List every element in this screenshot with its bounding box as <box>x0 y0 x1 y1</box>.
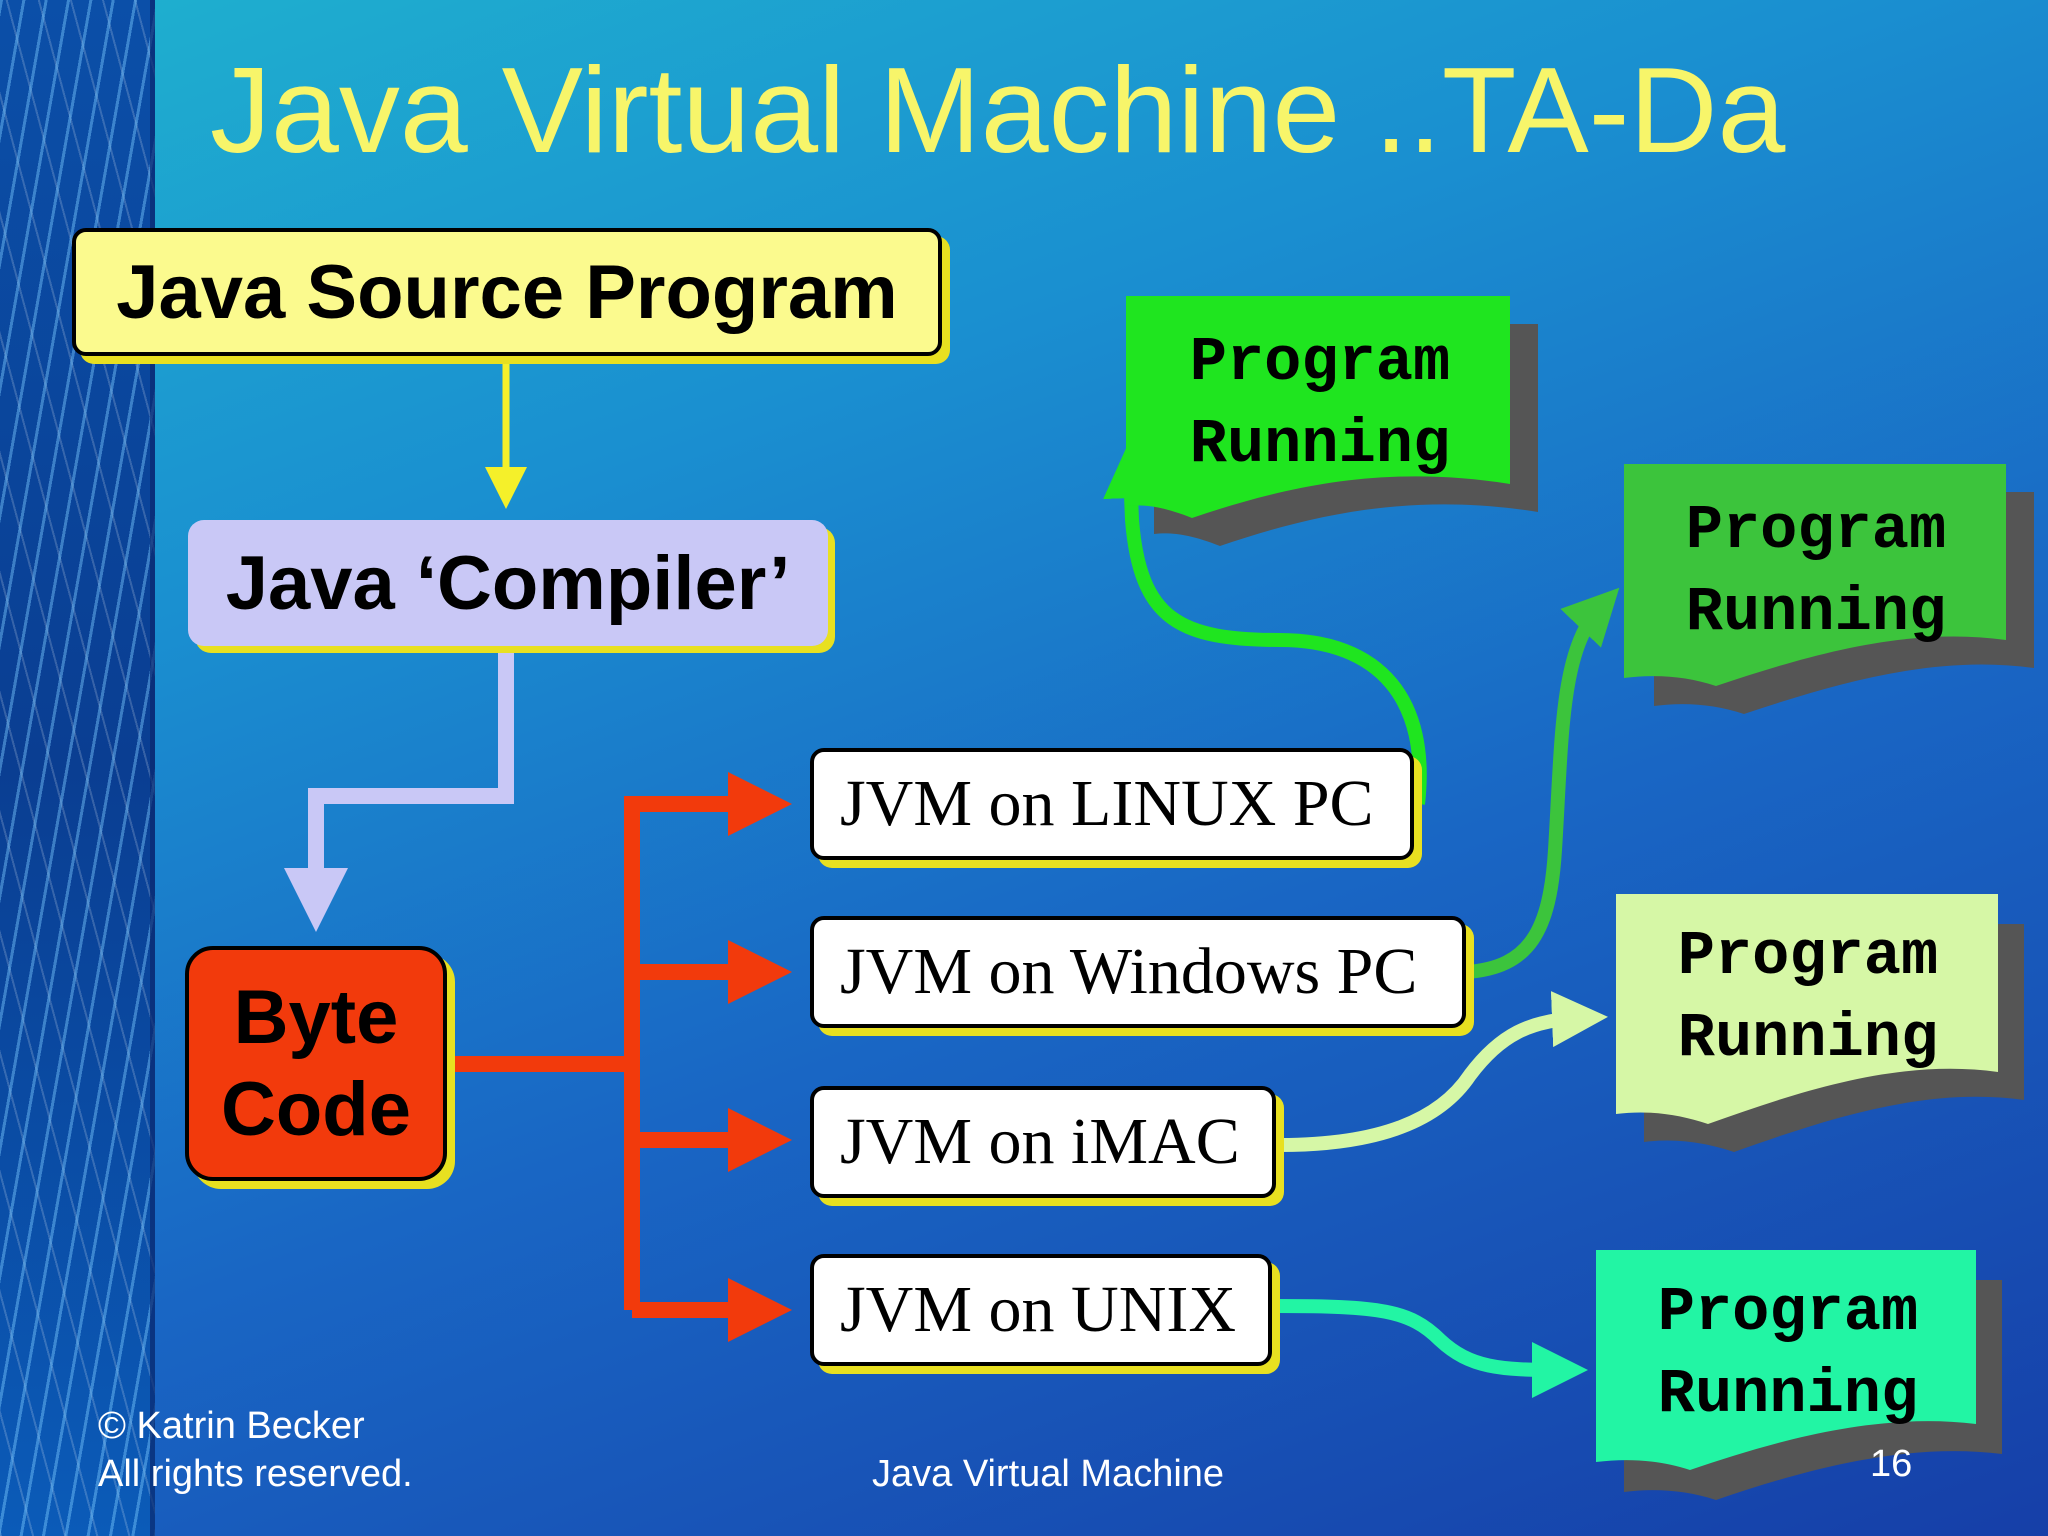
output-windows-line2: Running <box>1685 577 1947 648</box>
jvm-imac-box: JVM on iMAC <box>810 1086 1276 1198</box>
arrow-imac-to-output <box>1279 991 1608 1152</box>
footer-center-title: Java Virtual Machine <box>872 1453 1225 1495</box>
jvm-unix-box: JVM on UNIX <box>810 1254 1272 1366</box>
byte-code-label-line1: Byte <box>233 974 399 1060</box>
arrow-unix-to-output <box>1275 1299 1588 1398</box>
jvm-windows-label: JVM on Windows PC <box>840 935 1418 1008</box>
footer-copyright-line1: © Katrin Becker <box>98 1405 365 1447</box>
java-source-program-box: Java Source Program <box>72 228 942 356</box>
output-unix-line1: Program <box>1657 1277 1919 1348</box>
output-text-unix: Program Running <box>1618 1272 1958 1436</box>
byte-code-box: Byte Code <box>185 946 447 1181</box>
output-shape-windows <box>1624 464 2034 714</box>
byte-code-label-line2: Code <box>221 1066 411 1152</box>
output-shape-imac <box>1616 894 2024 1152</box>
output-unix-line2: Running <box>1657 1359 1919 1430</box>
jvm-imac-label: JVM on iMAC <box>840 1105 1240 1178</box>
footer-copyright-line2: All rights reserved. <box>98 1453 413 1495</box>
slide-title: Java Virtual Machine ..TA-Da <box>210 42 1786 178</box>
left-band-edge <box>150 0 155 1536</box>
java-source-program-label: Java Source Program <box>116 249 898 335</box>
jvm-windows-box: JVM on Windows PC <box>810 916 1466 1028</box>
output-shape-linux <box>1126 296 1538 546</box>
java-compiler-box: Java ‘Compiler’ <box>188 520 828 646</box>
arrow-linux-to-output <box>1103 442 1427 805</box>
jvm-linux-box: JVM on LINUX PC <box>810 748 1414 860</box>
footer-copyright: © Katrin Becker All rights reserved. <box>98 1402 413 1498</box>
arrow-windows-to-output <box>1465 587 1620 979</box>
output-imac-line2: Running <box>1677 1003 1939 1074</box>
output-linux-line2: Running <box>1189 409 1451 480</box>
java-compiler-label: Java ‘Compiler’ <box>225 540 791 626</box>
output-text-imac: Program Running <box>1638 916 1978 1080</box>
output-shape-unix <box>1596 1250 2002 1500</box>
output-imac-line1: Program <box>1677 921 1939 992</box>
page-number: 16 <box>1870 1443 1913 1485</box>
output-linux-line1: Program <box>1189 327 1451 398</box>
jvm-unix-label: JVM on UNIX <box>840 1273 1236 1346</box>
red-fanout-arrows <box>447 772 792 1342</box>
output-text-windows: Program Running <box>1646 490 1986 654</box>
output-text-linux: Program Running <box>1150 322 1490 486</box>
output-windows-line1: Program <box>1685 495 1947 566</box>
jvm-linux-label: JVM on LINUX PC <box>840 767 1374 840</box>
arrow-compiler-to-bytecode <box>284 650 514 932</box>
